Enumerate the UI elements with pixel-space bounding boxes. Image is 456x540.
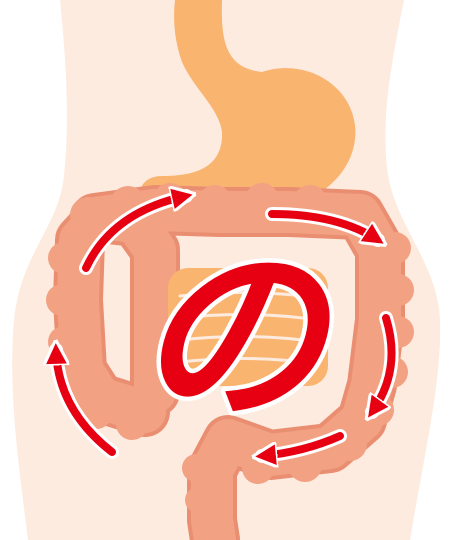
center-no-glyph: の	[135, 226, 335, 447]
